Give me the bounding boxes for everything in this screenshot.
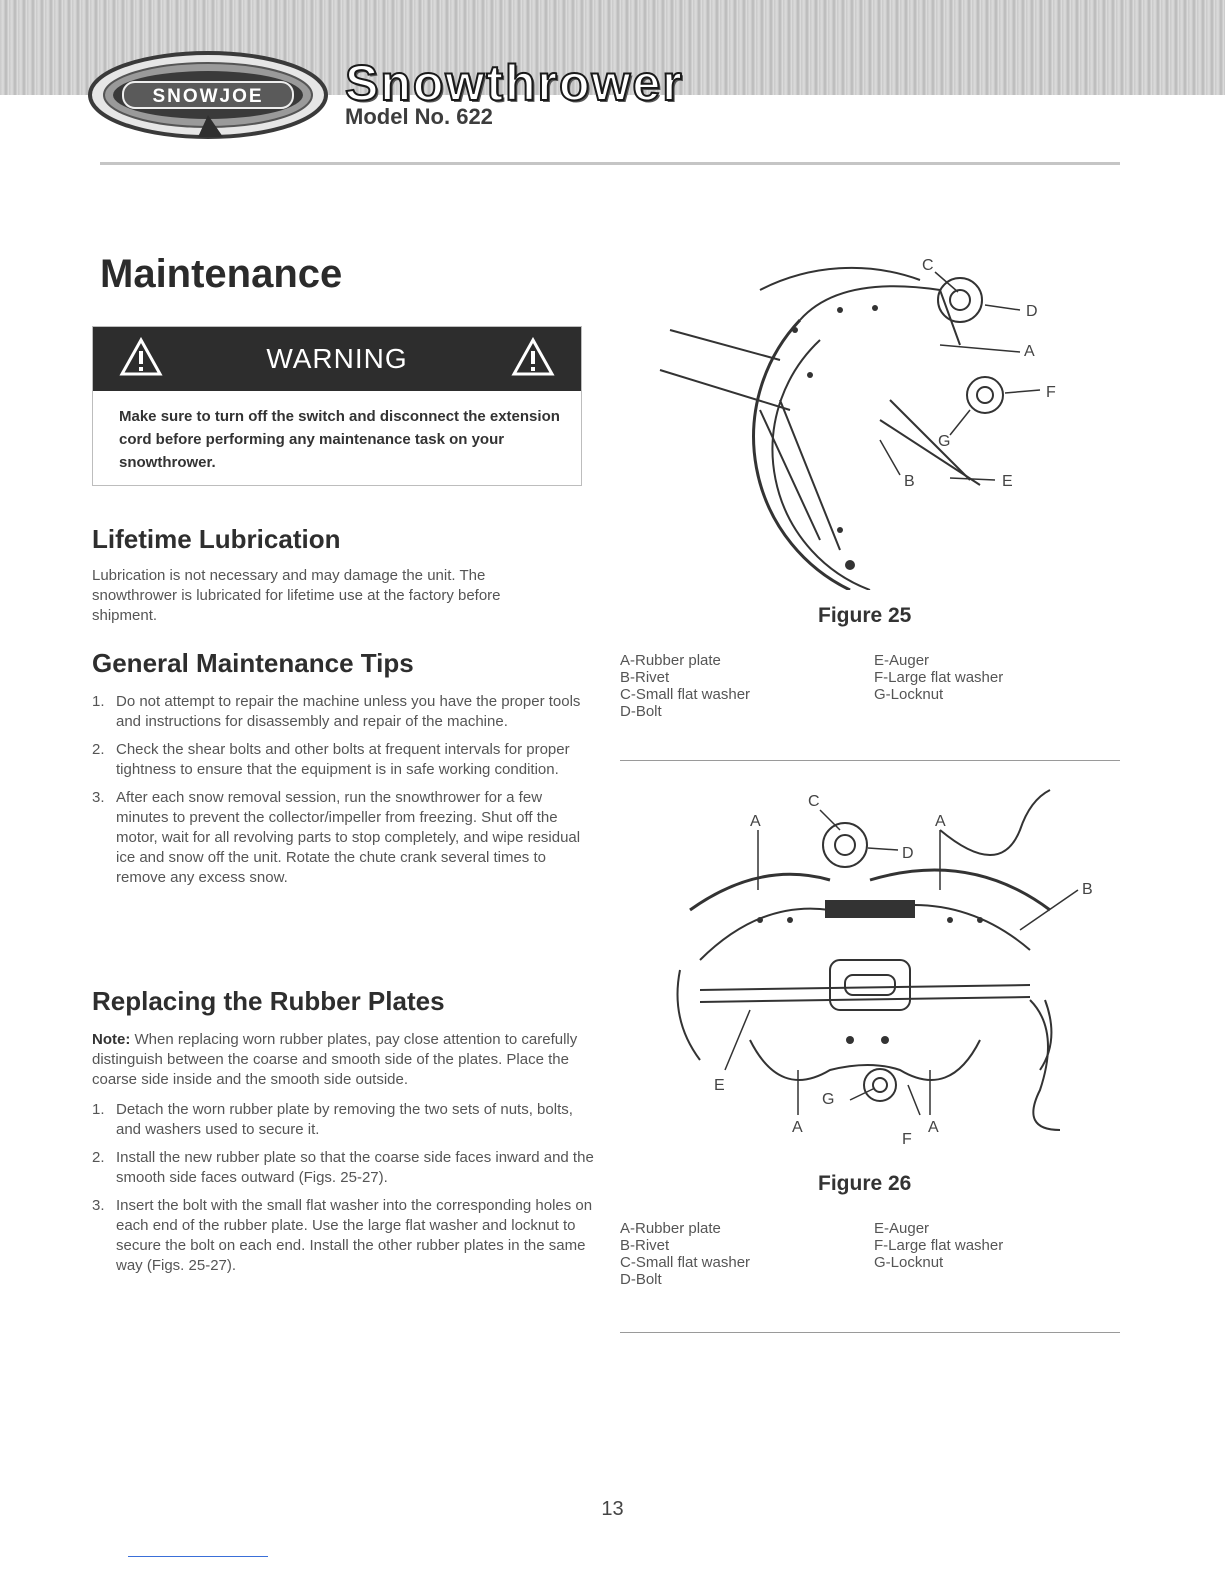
figure-26-illustration: A C A D B E G A F A: [676, 789, 1093, 1148]
legend-item: D-Bolt: [620, 1271, 662, 1288]
footer-link-underline[interactable]: [128, 1556, 268, 1557]
legend-item: G-Locknut: [874, 686, 944, 703]
replacing-heading: Replacing the Rubber Plates: [92, 986, 445, 1016]
figure-26-callout: G: [822, 1091, 834, 1108]
warning-box: WARNING Make sure to turn off the switch…: [92, 326, 582, 486]
general-tips-list: 1.Do not attempt to repair the machine u…: [92, 692, 597, 896]
figure-25-callout: D: [1026, 303, 1038, 320]
lifetime-lubrication-heading: Lifetime Lubrication: [92, 524, 341, 554]
page-title: Maintenance: [100, 252, 343, 296]
legend-item: B-Rivet: [620, 1237, 670, 1254]
lifetime-lubrication-text: Lubrication is not necessary and may dam…: [92, 567, 501, 624]
legend-item: E-Auger: [874, 1220, 930, 1237]
header-divider: [100, 162, 1120, 165]
warning-triangle-icon: [119, 337, 163, 376]
general-tips-heading: General Maintenance Tips: [92, 648, 414, 678]
legend-item: C-Small flat washer: [620, 1254, 751, 1271]
legend-item: B-Rivet: [620, 669, 670, 686]
warning-bar: [93, 327, 581, 391]
list-item: 3.After each snow removal session, run t…: [92, 789, 581, 886]
figure-26-callout: E: [714, 1077, 725, 1094]
figure-divider: [620, 1332, 1120, 1333]
figure-25-callout: F: [1046, 384, 1056, 401]
figure-26-callout: A: [935, 813, 946, 830]
figure-divider: [620, 760, 1120, 761]
figure-26-callout: D: [902, 845, 914, 862]
legend-item: C-Small flat washer: [620, 686, 751, 703]
legend-item: G-Locknut: [874, 1254, 944, 1271]
warning-label: WARNING: [266, 343, 408, 374]
figure-25-legend-left: A-Rubber plate B-Rivet C-Small flat wash…: [620, 652, 750, 720]
replacing-note: Note: When replacing worn rubber plates,…: [92, 1031, 578, 1088]
page-number: 13: [601, 1498, 624, 1520]
figure-25-callout: C: [922, 257, 934, 274]
replacing-steps-list: 1.Detach the worn rubber plate by removi…: [92, 1100, 597, 1284]
legend-item: F-Large flat washer: [874, 669, 1004, 686]
legend-item: E-Auger: [874, 652, 930, 669]
legend-item: A-Rubber plate: [620, 652, 721, 669]
warning-triangle-icon: [511, 337, 555, 376]
figure-26-callout: A: [928, 1119, 939, 1136]
figure-26-callout: F: [902, 1131, 912, 1148]
figure-25-illustration: C D A F G B E: [659, 257, 1056, 590]
figure-25-callout: G: [938, 433, 950, 450]
figure-26-callout: A: [750, 813, 761, 830]
model-number: Model No. 622: [345, 104, 493, 129]
list-item: 1.Do not attempt to repair the machine u…: [92, 693, 581, 730]
legend-item: F-Large flat washer: [874, 1237, 1004, 1254]
list-item: 1.Detach the worn rubber plate by removi…: [92, 1101, 573, 1138]
figure-26-callout: A: [792, 1119, 803, 1136]
figure-25-callout: B: [904, 473, 915, 490]
figure-25-caption: Figure 25: [818, 604, 912, 627]
figure-25-callout: E: [1002, 473, 1013, 490]
list-item: 2.Check the shear bolts and other bolts …: [92, 741, 570, 778]
figure-25-callout: A: [1024, 343, 1035, 360]
warning-text: Make sure to turn off the switch and dis…: [119, 408, 560, 471]
figure-26-caption: Figure 26: [818, 1172, 912, 1195]
legend-item: A-Rubber plate: [620, 1220, 721, 1237]
snowjoe-logo: SNOWJOE: [88, 51, 328, 139]
figure-26-callout: B: [1082, 881, 1093, 898]
figure-26-legend-left: A-Rubber plate B-Rivet C-Small flat wash…: [620, 1220, 750, 1288]
logo-text: SNOWJOE: [152, 86, 263, 107]
figure-26-callout: C: [808, 793, 820, 810]
brand-title: Snowthrower: [344, 55, 684, 111]
figure-26-legend-right: E-Auger F-Large flat washer G-Locknut: [874, 1220, 1003, 1271]
list-item: 2.Install the new rubber plate so that t…: [92, 1149, 594, 1186]
list-item: 3.Insert the bolt with the small flat wa…: [92, 1197, 593, 1274]
legend-item: D-Bolt: [620, 703, 662, 720]
figure-25-legend-right: E-Auger F-Large flat washer G-Locknut: [874, 652, 1003, 703]
